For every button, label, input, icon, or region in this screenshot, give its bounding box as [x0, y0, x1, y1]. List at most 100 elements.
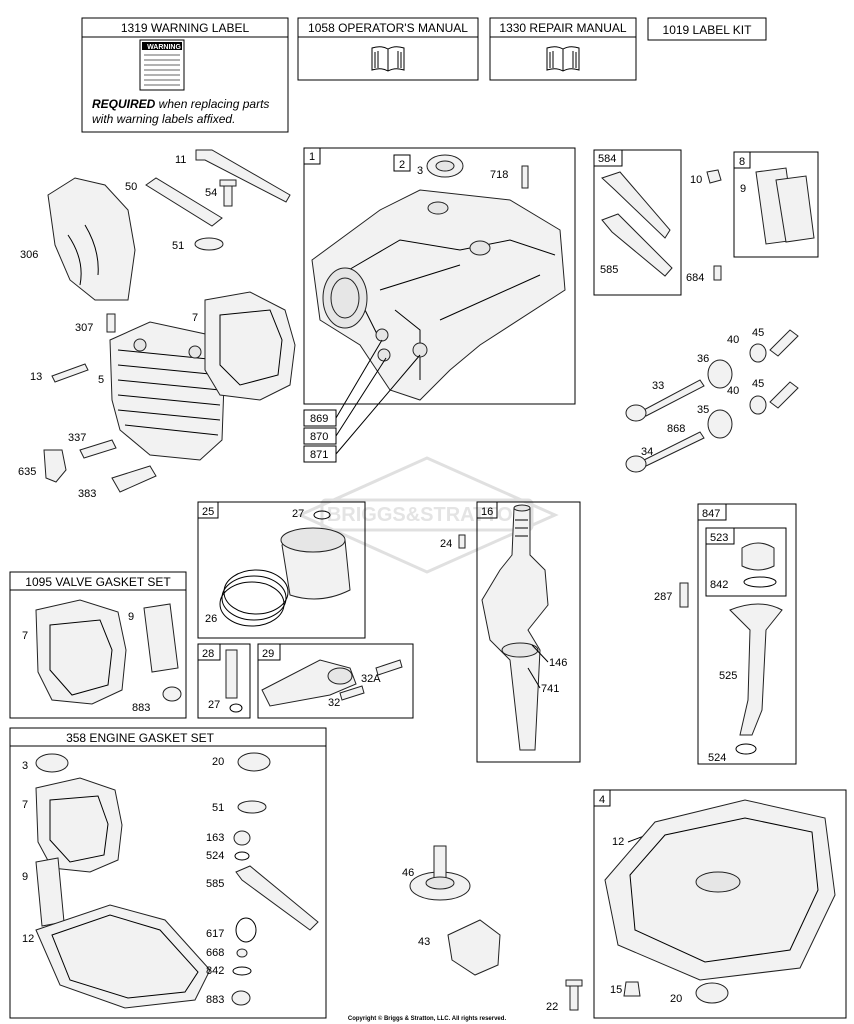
box-label-4: 4 — [599, 794, 605, 806]
part-883-gasket — [162, 686, 182, 702]
callout-20b: 20 — [670, 993, 682, 1005]
box-label-28: 28 — [202, 648, 214, 660]
warning-sticker: WARNING — [139, 39, 185, 91]
wrist-pin-box: 28 27 — [197, 643, 251, 719]
piston-box: 25 27 26 — [197, 501, 366, 639]
part-12-sump-gasket — [35, 904, 211, 1009]
required-word: REQUIRED — [92, 97, 156, 111]
part-32a-bolt — [375, 659, 403, 676]
part-684-screw — [713, 265, 722, 281]
callout-50: 50 — [125, 181, 137, 193]
callout-34: 34 — [641, 446, 653, 458]
callout-40b: 40 — [727, 385, 739, 397]
part-45b — [769, 381, 799, 409]
callout-163: 163 — [206, 832, 224, 844]
part-585-gasket-kit — [235, 865, 319, 931]
part-45a — [769, 329, 799, 357]
callout-7: 7 — [192, 312, 198, 324]
callout-842b: 842 — [206, 965, 224, 977]
part-337-spark-plug — [79, 439, 117, 459]
warning-required-line-2: with warning labels affixed. — [92, 112, 235, 126]
part-842-oring — [743, 576, 777, 588]
part-7-gasket-kit — [35, 599, 127, 705]
callout-307: 307 — [75, 322, 93, 334]
part-32-bolt — [339, 685, 365, 701]
callout-585: 585 — [600, 264, 618, 276]
callout-36: 36 — [697, 353, 709, 365]
warning-label-box: 1319 WARNING LABEL WARNING REQUIRED when… — [81, 17, 289, 133]
callout-337: 337 — [68, 432, 86, 444]
callout-9c: 9 — [22, 871, 28, 883]
callout-15: 15 — [610, 984, 622, 996]
part-9-gasket-kit — [143, 603, 179, 673]
callout-5: 5 — [98, 374, 104, 386]
engine-gasket-set-box: 358 ENGINE GASKET SET 3 7 9 12 20 51 163… — [9, 727, 327, 1019]
callout-54: 54 — [205, 187, 217, 199]
part-8-cover — [775, 175, 815, 243]
callout-7b: 7 — [22, 630, 28, 642]
callout-45b: 45 — [752, 378, 764, 390]
part-36-spring — [707, 359, 733, 389]
part-50 — [145, 177, 223, 227]
box-label-523: 523 — [710, 532, 728, 544]
part-617-oring — [235, 917, 257, 943]
part-584 — [601, 171, 671, 239]
part-7-gasket-engine-kit — [35, 777, 123, 873]
callout-383: 383 — [78, 488, 96, 500]
part-35-spring — [707, 409, 733, 439]
part-engine-block — [311, 189, 566, 401]
callout-883a: 883 — [132, 702, 150, 714]
callout-20a: 20 — [212, 756, 224, 768]
part-15-plug — [623, 981, 641, 997]
part-10-screw — [706, 169, 722, 184]
part-3-seal-kit — [35, 753, 69, 773]
box-label-8: 8 — [739, 156, 745, 168]
box-label-871: 871 — [310, 449, 328, 461]
callout-22: 22 — [546, 1001, 558, 1013]
callout-146: 146 — [549, 657, 567, 669]
part-842-oring-kit — [232, 966, 252, 976]
part-43-governor — [447, 919, 501, 976]
engine-gasket-set-header: 358 ENGINE GASKET SET — [66, 731, 215, 745]
box-label-847: 847 — [702, 508, 720, 520]
part-28-pin — [225, 649, 238, 699]
part-gear — [501, 642, 539, 658]
part-20-seal-sump — [695, 982, 729, 1004]
label-kit-box: 1019 LABEL KIT — [647, 17, 767, 41]
part-crankshaft — [481, 507, 549, 751]
cylinder-head-group: 306 11 50 54 51 307 13 5 7 337 635 — [18, 149, 296, 500]
operators-manual-box: 1058 OPERATOR'S MANUAL — [297, 17, 479, 81]
callout-306: 306 — [20, 249, 38, 261]
part-718-pin — [521, 165, 529, 189]
callout-13: 13 — [30, 371, 42, 383]
copyright: Copyright © Briggs & Stratton, LLC. All … — [348, 1015, 507, 1022]
callout-9b: 9 — [128, 611, 134, 623]
part-525-tube — [729, 603, 783, 736]
part-635 — [43, 449, 67, 483]
callout-27b: 27 — [208, 699, 220, 711]
part-585 — [601, 213, 673, 277]
part-11-tube — [195, 149, 291, 203]
part-33-valve — [639, 379, 705, 417]
warning-label-header: 1319 WARNING LABEL — [121, 21, 250, 35]
warning-required-line: REQUIRED when replacing parts — [92, 97, 269, 111]
valve-gasket-set-box: 1095 VALVE GASKET SET 7 9 883 — [9, 571, 187, 719]
label-kit-header: 1019 LABEL KIT — [663, 23, 753, 37]
callout-585b: 585 — [206, 878, 224, 890]
callout-45a: 45 — [752, 327, 764, 339]
valve-group: 40 45 36 33 40 45 868 35 34 — [625, 327, 799, 473]
part-26-rings — [223, 569, 289, 615]
callout-668: 668 — [206, 947, 224, 959]
part-163 — [233, 830, 251, 846]
part-668 — [236, 948, 248, 958]
callout-46: 46 — [402, 867, 414, 879]
box-label-1: 1 — [309, 151, 315, 163]
part-287-bolt — [679, 582, 689, 608]
callout-33: 33 — [652, 380, 664, 392]
callout-11: 11 — [175, 154, 186, 166]
breather-box-584: 584 585 — [593, 149, 682, 296]
connecting-rod-box: 29 32A 32 — [257, 643, 414, 719]
callout-32: 32 — [328, 697, 340, 709]
callout-12b: 12 — [612, 836, 624, 848]
valve-gasket-set-header: 1095 VALVE GASKET SET — [25, 575, 171, 589]
